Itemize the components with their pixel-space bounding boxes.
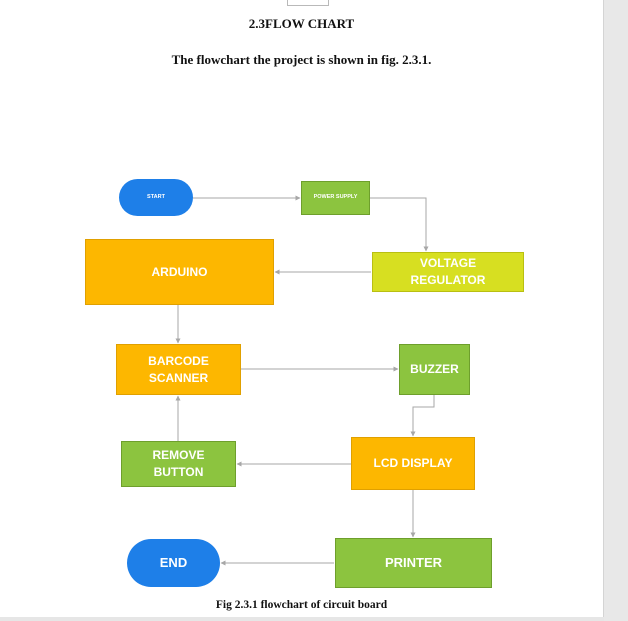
- right-gutter: [604, 0, 628, 621]
- node-end: END: [127, 539, 220, 587]
- intro-text: The flowchart the project is shown in fi…: [171, 52, 432, 67]
- section-heading: 2.3FLOW CHART: [248, 16, 355, 31]
- connector-power-supply-to-voltage-regulator: [370, 197, 429, 252]
- node-power-supply-label: POWER SUPPLY: [313, 194, 358, 201]
- node-barcode-scanner: BARCODE SCANNER: [116, 344, 241, 395]
- node-arduino-label: ARDUINO: [151, 264, 208, 279]
- node-start: START: [119, 179, 193, 216]
- node-voltage-regulator-label: VOLTAGE REGULATOR: [410, 256, 486, 287]
- figure-caption: Fig 2.3.1 flowchart of circuit board: [215, 599, 388, 611]
- node-remove-button-label: REMOVE BUTTON: [152, 448, 205, 479]
- node-buzzer: BUZZER: [399, 344, 470, 395]
- page-bottom-edge: [0, 617, 604, 621]
- document-page: [0, 0, 604, 617]
- node-lcd-display: LCD DISPLAY: [351, 437, 475, 490]
- node-buzzer-label: BUZZER: [410, 362, 459, 377]
- node-printer-label: PRINTER: [384, 554, 443, 570]
- node-printer: PRINTER: [335, 538, 492, 588]
- node-start-label: START: [147, 193, 165, 200]
- node-arduino: ARDUINO: [85, 239, 274, 305]
- page-tab: [287, 0, 329, 6]
- node-power-supply: POWER SUPPLY: [301, 181, 370, 215]
- node-remove-button: REMOVE BUTTON: [121, 441, 236, 487]
- node-lcd-display-label: LCD DISPLAY: [373, 456, 453, 471]
- connector-buzzer-to-lcd-display: [410, 395, 435, 437]
- node-voltage-regulator: VOLTAGE REGULATOR: [372, 252, 524, 292]
- node-barcode-scanner-label: BARCODE SCANNER: [148, 353, 209, 385]
- node-end-label: END: [159, 554, 188, 570]
